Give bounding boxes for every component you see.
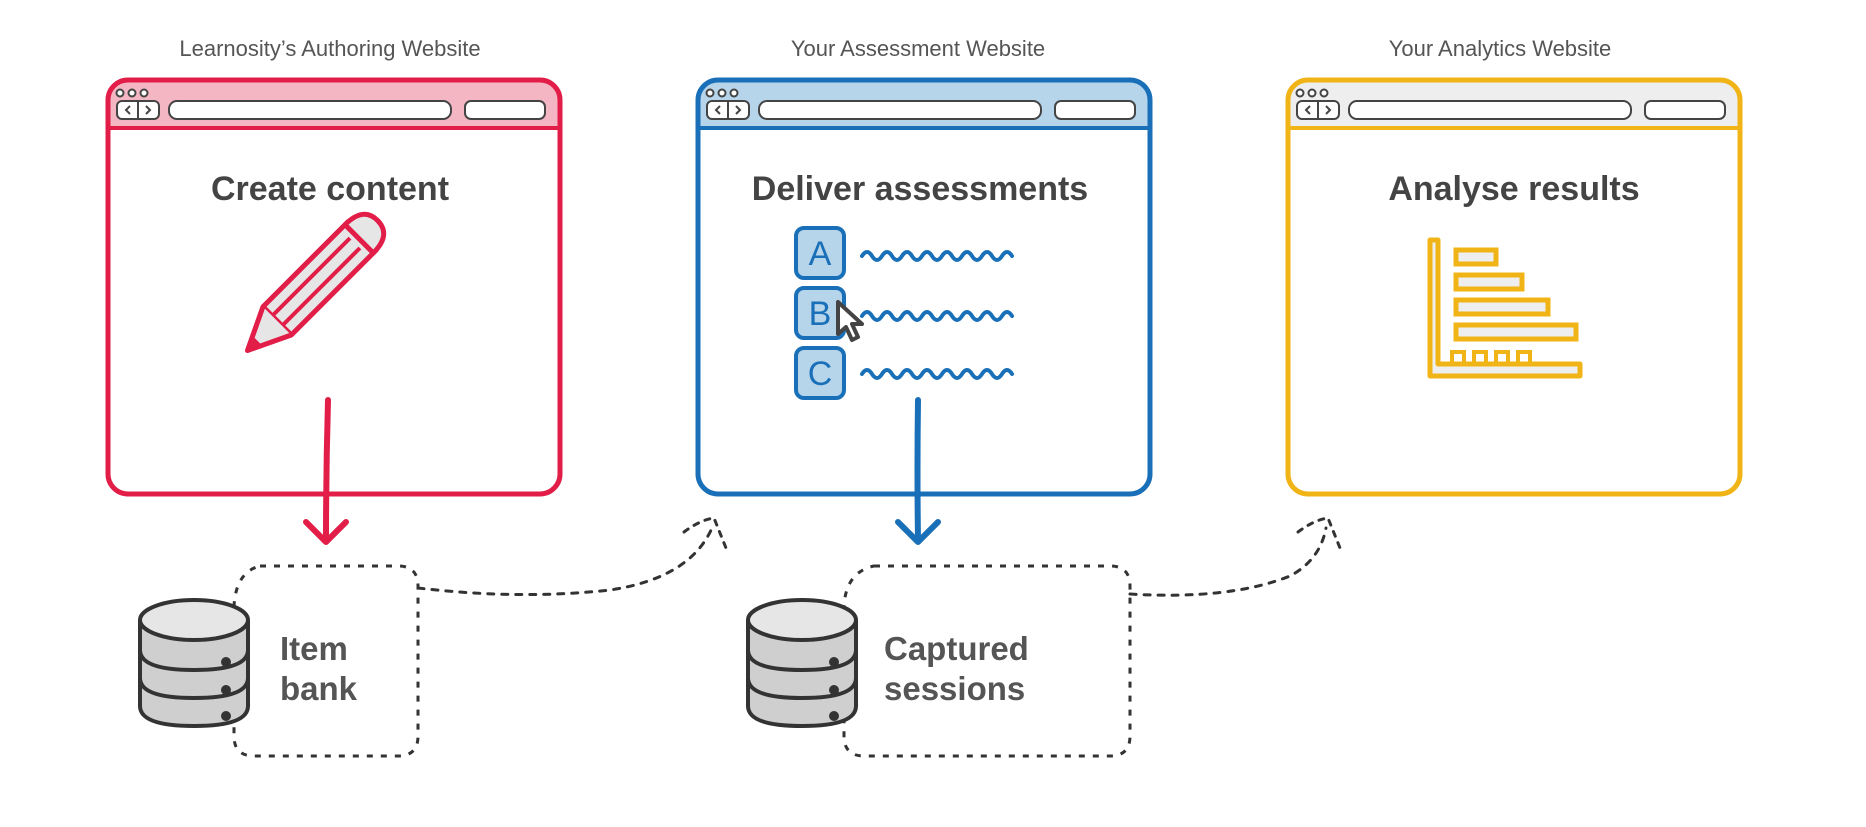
authoring-to-itembank-arrow (303, 397, 349, 545)
window-controls-icon (705, 88, 739, 98)
database-icon (138, 598, 250, 729)
window-controls-icon (1295, 88, 1329, 98)
authoring-browser-window: Create content (105, 77, 563, 497)
nav-buttons-icon (706, 100, 750, 120)
option-b: B (794, 286, 1014, 340)
nav-buttons-icon (116, 100, 160, 120)
itembank-to-assessment-connector (416, 516, 728, 597)
analytics-window-title: Analyse results (1388, 170, 1639, 208)
multiple-choice-icon: A B C (794, 226, 1014, 400)
option-a-text-squiggle (860, 250, 1014, 262)
assessment-to-sessions-arrow (895, 397, 941, 545)
address-bar (168, 100, 452, 120)
option-c-text-squiggle (860, 368, 1014, 380)
cursor-icon (836, 300, 864, 342)
assessment-window-title: Deliver assessments (752, 170, 1088, 208)
captured-sessions-dotted-box (842, 564, 1132, 758)
item-bank-label-line2: bank (280, 670, 358, 707)
option-c-label: C (808, 355, 833, 393)
option-a-label: A (809, 235, 832, 273)
address-bar (1348, 100, 1632, 120)
authoring-window-title: Create content (211, 170, 449, 208)
window-controls-icon (115, 88, 149, 98)
option-b-label: B (809, 295, 832, 333)
pencil-icon (244, 211, 387, 354)
item-bank-label-line1: Item (280, 630, 348, 667)
sessions-to-analytics-connector (1128, 516, 1342, 597)
nav-buttons-icon (1296, 100, 1340, 120)
option-c: C (794, 346, 1014, 400)
option-a: A (794, 226, 1014, 280)
assessment-browser-window: Deliver assessments A B C (695, 77, 1153, 497)
captured-sessions-label-line1: Captured (884, 630, 1029, 667)
address-bar (758, 100, 1042, 120)
item-bank-dotted-box (232, 564, 420, 758)
analytics-browser-window: Analyse results (1285, 77, 1743, 497)
option-b-text-squiggle (860, 310, 1014, 322)
captured-sessions-label-line2: sessions (884, 670, 1025, 707)
search-bar (1644, 100, 1726, 120)
authoring-site-label: Learnosity’s Authoring Website (179, 36, 480, 61)
analytics-site-label: Your Analytics Website (1389, 36, 1612, 61)
search-bar (464, 100, 546, 120)
item-bank: Item bank (138, 564, 420, 758)
bar-chart-icon (1427, 237, 1583, 379)
assessment-site-label: Your Assessment Website (791, 36, 1045, 61)
search-bar (1054, 100, 1136, 120)
database-icon (746, 598, 858, 729)
captured-sessions: Captured sessions (746, 564, 1132, 758)
